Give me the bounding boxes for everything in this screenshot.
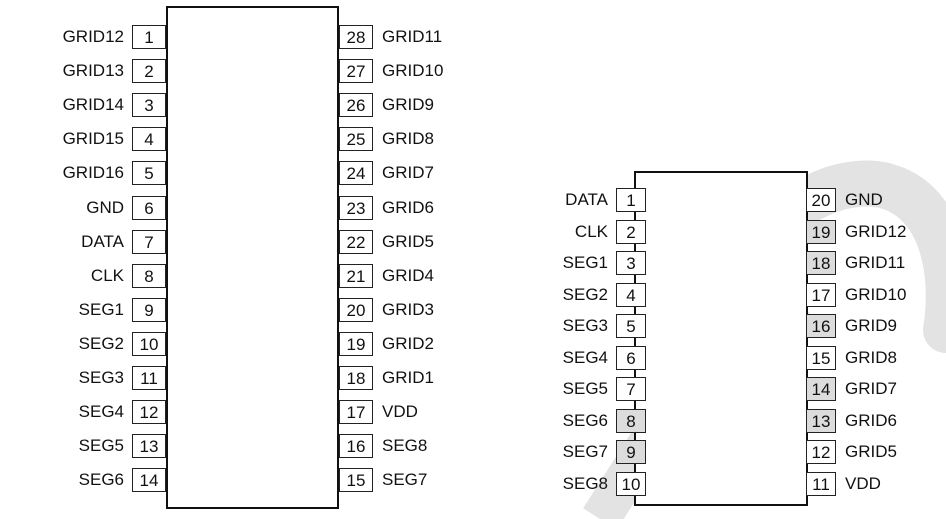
pin-label: CLK <box>90 266 124 285</box>
pin-number: 3 <box>132 93 166 117</box>
pin-number: 19 <box>339 332 373 356</box>
ic-body <box>166 6 339 509</box>
pin-label: GRID11 <box>382 27 443 46</box>
pin-number: 15 <box>339 468 373 492</box>
pin-label: SEG8 <box>382 436 428 455</box>
pin-label: GRID10 <box>845 285 907 304</box>
pin-number: 13 <box>132 434 166 458</box>
pin-number: 6 <box>132 196 166 220</box>
pin-label: GRID16 <box>62 163 124 182</box>
pin-number: 2 <box>132 59 166 83</box>
pin-number: 17 <box>806 283 836 307</box>
pin-label: SEG1 <box>78 300 124 319</box>
pin-label: SEG5 <box>562 379 608 398</box>
pin-number: 8 <box>616 409 646 433</box>
pin-label: SEG4 <box>78 402 124 421</box>
pin-label: SEG7 <box>382 470 428 489</box>
pin-label: GRID8 <box>382 129 434 148</box>
pin-number: 25 <box>339 127 373 151</box>
pin-label: GRID8 <box>845 348 897 367</box>
pin-number: 10 <box>132 332 166 356</box>
pin-label: GRID7 <box>382 163 434 182</box>
pin-number: 13 <box>806 409 836 433</box>
pin-label: GRID6 <box>845 411 897 430</box>
pin-label: GRID11 <box>845 253 906 272</box>
pin-number: 21 <box>339 264 373 288</box>
pin-number: 12 <box>132 400 166 424</box>
pin-number: 3 <box>616 251 646 275</box>
pin-number: 5 <box>616 314 646 338</box>
pin-number: 9 <box>616 440 646 464</box>
pin-label: SEG6 <box>78 470 124 489</box>
pin-label: CLK <box>574 222 608 241</box>
pin-label: GRID3 <box>382 300 434 319</box>
pin-label: GRID6 <box>382 198 434 217</box>
pin-label: VDD <box>382 402 418 421</box>
pin-label: GRID9 <box>845 316 897 335</box>
pin-label: GRID4 <box>382 266 434 285</box>
pin-label: VDD <box>845 474 881 493</box>
pin-label: GRID12 <box>845 222 907 241</box>
pin-number: 26 <box>339 93 373 117</box>
pin-number: 27 <box>339 59 373 83</box>
pin-label: GRID12 <box>62 27 124 46</box>
pin-number: 16 <box>806 314 836 338</box>
pin-number: 14 <box>132 468 166 492</box>
pin-number: 19 <box>806 220 836 244</box>
pin-number: 14 <box>806 377 836 401</box>
pin-label: SEG4 <box>562 348 608 367</box>
pin-number: 18 <box>339 366 373 390</box>
pin-label: GRID9 <box>382 95 434 114</box>
pin-number: 11 <box>806 472 836 496</box>
ic-body <box>634 171 808 506</box>
pin-number: 11 <box>132 366 166 390</box>
pin-number: 4 <box>616 283 646 307</box>
pin-label: SEG7 <box>562 442 608 461</box>
pin-number: 5 <box>132 161 166 185</box>
pin-number: 23 <box>339 196 373 220</box>
pin-label: GRID7 <box>845 379 897 398</box>
pin-label: SEG2 <box>562 285 608 304</box>
pin-number: 7 <box>616 377 646 401</box>
pin-label: GND <box>86 198 124 217</box>
pin-number: 24 <box>339 161 373 185</box>
pin-label: GRID5 <box>845 442 897 461</box>
pin-label: GRID10 <box>382 61 444 80</box>
pin-number: 18 <box>806 251 836 275</box>
pin-label: GRID5 <box>382 232 434 251</box>
pin-number: 4 <box>132 127 166 151</box>
pin-number: 1 <box>132 25 166 49</box>
pin-label: GRID13 <box>62 61 124 80</box>
pin-number: 10 <box>616 472 646 496</box>
pin-number: 2 <box>616 220 646 244</box>
pin-label: SEG3 <box>562 316 608 335</box>
pin-label: SEG1 <box>562 253 608 272</box>
pin-label: DATA <box>81 232 124 251</box>
pin-number: 7 <box>132 230 166 254</box>
pin-number: 1 <box>616 188 646 212</box>
pin-label: SEG3 <box>78 368 124 387</box>
pin-number: 8 <box>132 264 166 288</box>
pin-label: SEG5 <box>78 436 124 455</box>
pin-label: GRID14 <box>62 95 124 114</box>
pin-label: GRID1 <box>382 368 434 387</box>
pin-label: DATA <box>565 190 608 209</box>
pin-number: 16 <box>339 434 373 458</box>
pin-number: 20 <box>806 188 836 212</box>
pin-number: 22 <box>339 230 373 254</box>
pin-label: SEG6 <box>562 411 608 430</box>
pin-label: SEG2 <box>78 334 124 353</box>
pin-label: SEG8 <box>562 474 608 493</box>
pin-label: GRID15 <box>62 129 124 148</box>
pin-number: 20 <box>339 298 373 322</box>
pin-label: GRID2 <box>382 334 434 353</box>
pin-label: GND <box>845 190 883 209</box>
pin-number: 28 <box>339 25 373 49</box>
pin-number: 6 <box>616 346 646 370</box>
pin-number: 17 <box>339 400 373 424</box>
pin-number: 15 <box>806 346 836 370</box>
pin-number: 12 <box>806 440 836 464</box>
pin-number: 9 <box>132 298 166 322</box>
